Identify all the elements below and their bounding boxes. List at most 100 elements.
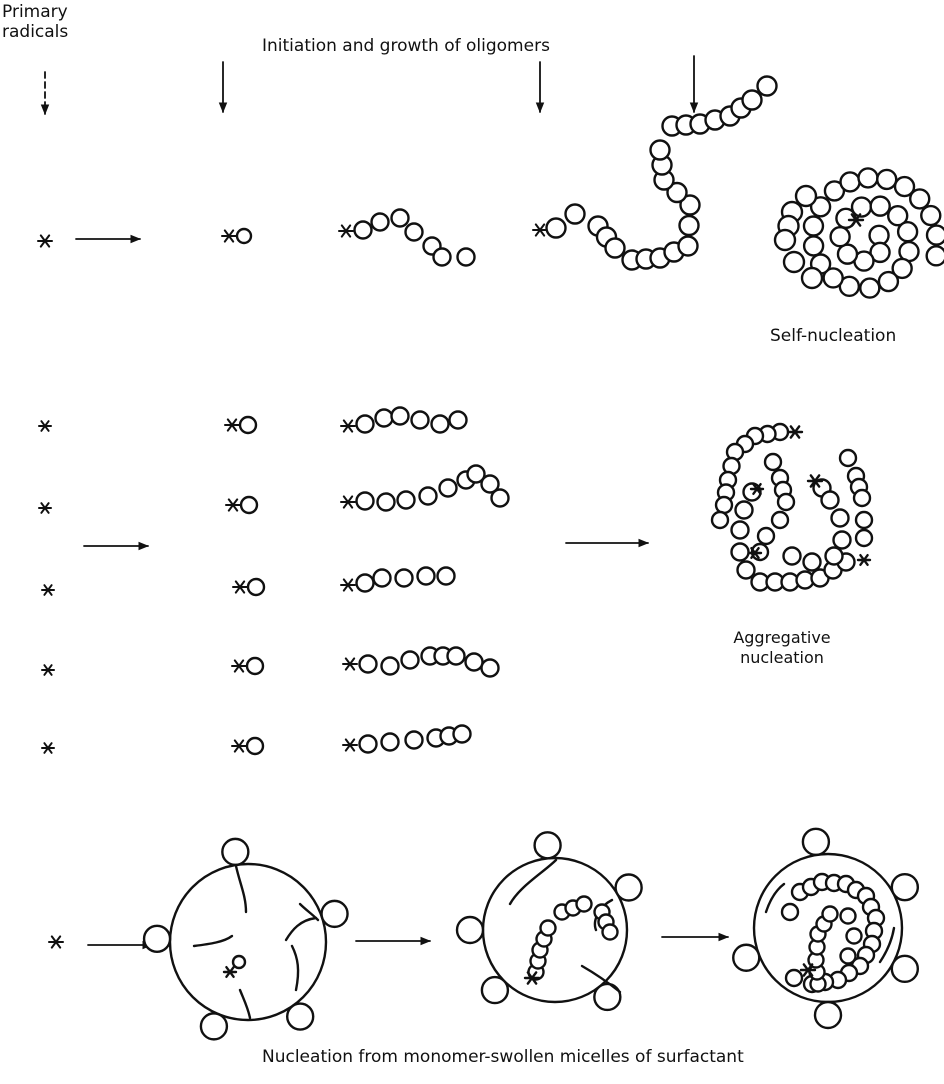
monomer-bead <box>832 510 849 527</box>
monomer-bead <box>450 412 467 429</box>
monomer-bead <box>382 734 399 751</box>
asterisk-icon <box>39 503 51 513</box>
asterisk-icon <box>343 739 357 750</box>
monomer-bead <box>233 956 245 968</box>
monomer-bead <box>772 512 788 528</box>
asterisk-icon <box>226 499 240 510</box>
monomer-bead <box>860 279 879 298</box>
surfactant-head <box>535 832 561 858</box>
surfactant-head <box>892 874 918 900</box>
surfactant-head <box>201 1013 227 1039</box>
monomer-bead <box>856 530 872 546</box>
asterisk-icon <box>858 555 870 565</box>
asterisk-icon <box>42 743 54 753</box>
monomer-bead <box>736 502 753 519</box>
radical-asterisks <box>38 224 547 947</box>
monomer-bead <box>406 224 423 241</box>
monomer-bead <box>454 726 471 743</box>
chain-d <box>360 648 499 677</box>
monomer-bead <box>432 416 449 433</box>
aggregate-cluster <box>712 424 872 591</box>
asterisk-icon <box>339 225 353 236</box>
monomer-bead <box>357 493 374 510</box>
monomer-bead <box>758 528 774 544</box>
monomer-bead <box>823 907 838 922</box>
monomer-bead <box>382 658 399 675</box>
monomer-bead <box>826 548 843 565</box>
monomer-bead <box>765 454 781 470</box>
monomer-bead <box>492 490 509 507</box>
asterisk-icon <box>341 579 355 590</box>
monomer-bead <box>438 568 455 585</box>
monomer-bead <box>898 222 917 241</box>
monomer-bead <box>782 904 798 920</box>
chain-a <box>357 408 467 433</box>
header-arrows <box>45 56 694 114</box>
monomer-bead <box>466 654 483 671</box>
single-monomer <box>237 229 251 243</box>
monomer-bead <box>372 214 389 231</box>
micelle-boundary <box>170 864 326 1020</box>
asterisk-icon <box>49 936 63 947</box>
monomer-bead <box>927 226 944 245</box>
monomer-bead <box>606 239 625 258</box>
monomer-bead <box>831 227 850 246</box>
monomer-bead <box>448 648 465 665</box>
asterisk-icon <box>341 496 355 507</box>
surfactant-head <box>616 875 642 901</box>
monomer-bead <box>840 450 856 466</box>
short-chain <box>355 210 475 266</box>
monomer-bead <box>374 570 391 587</box>
asterisk-icon <box>42 665 54 675</box>
monomer-bead <box>541 921 556 936</box>
monomer-bead <box>838 245 857 264</box>
single-monomer <box>247 738 263 754</box>
monomer-bead <box>434 249 451 266</box>
monomer-bead <box>732 522 749 539</box>
monomer-bead <box>357 416 374 433</box>
monomer-bead <box>871 197 890 216</box>
chain-b <box>357 466 509 511</box>
monomer-bead <box>927 246 944 265</box>
monomer-bead <box>357 575 374 592</box>
monomer-bead <box>921 206 940 225</box>
asterisk-icon <box>233 581 247 592</box>
monomer-bead <box>784 548 801 565</box>
micelle-particle <box>733 829 918 1028</box>
monomer-bead <box>732 544 749 561</box>
monomer-bead <box>834 532 851 549</box>
monomer-bead <box>856 512 872 528</box>
asterisk-icon <box>232 660 246 671</box>
monomer-bead <box>237 229 251 243</box>
asterisk-icon <box>225 419 239 430</box>
monomer-bead <box>804 236 823 255</box>
monomer-bead <box>775 230 795 250</box>
asterisk-icon <box>788 426 802 437</box>
monomer-bead <box>547 219 566 238</box>
asterisk-icon <box>341 420 355 431</box>
monomer-bead <box>680 216 699 235</box>
monomer-bead <box>758 77 777 96</box>
asterisk-icon <box>222 230 236 241</box>
monomer-bead <box>360 736 377 753</box>
monomer-bead <box>392 210 409 227</box>
monomer-bead <box>241 497 257 513</box>
monomer-bead <box>716 497 732 513</box>
monomer-bead <box>802 268 822 288</box>
asterisk-icon <box>232 740 246 751</box>
monomer-bead <box>566 205 585 224</box>
monomer-bead <box>402 652 419 669</box>
surfactant-head <box>892 956 918 982</box>
monomer-bead <box>406 732 423 749</box>
monomer-bead <box>679 237 698 256</box>
single-monomer <box>247 658 263 674</box>
single-monomer <box>240 417 256 433</box>
monomer-bead <box>378 494 395 511</box>
monomer-bead <box>796 186 816 206</box>
long-chain <box>547 77 777 270</box>
surfactant-head <box>457 917 483 943</box>
monomer-bead <box>841 949 856 964</box>
oligomer-chains <box>237 77 944 755</box>
micelle-growing <box>457 832 642 1010</box>
monomer-bead <box>247 658 263 674</box>
